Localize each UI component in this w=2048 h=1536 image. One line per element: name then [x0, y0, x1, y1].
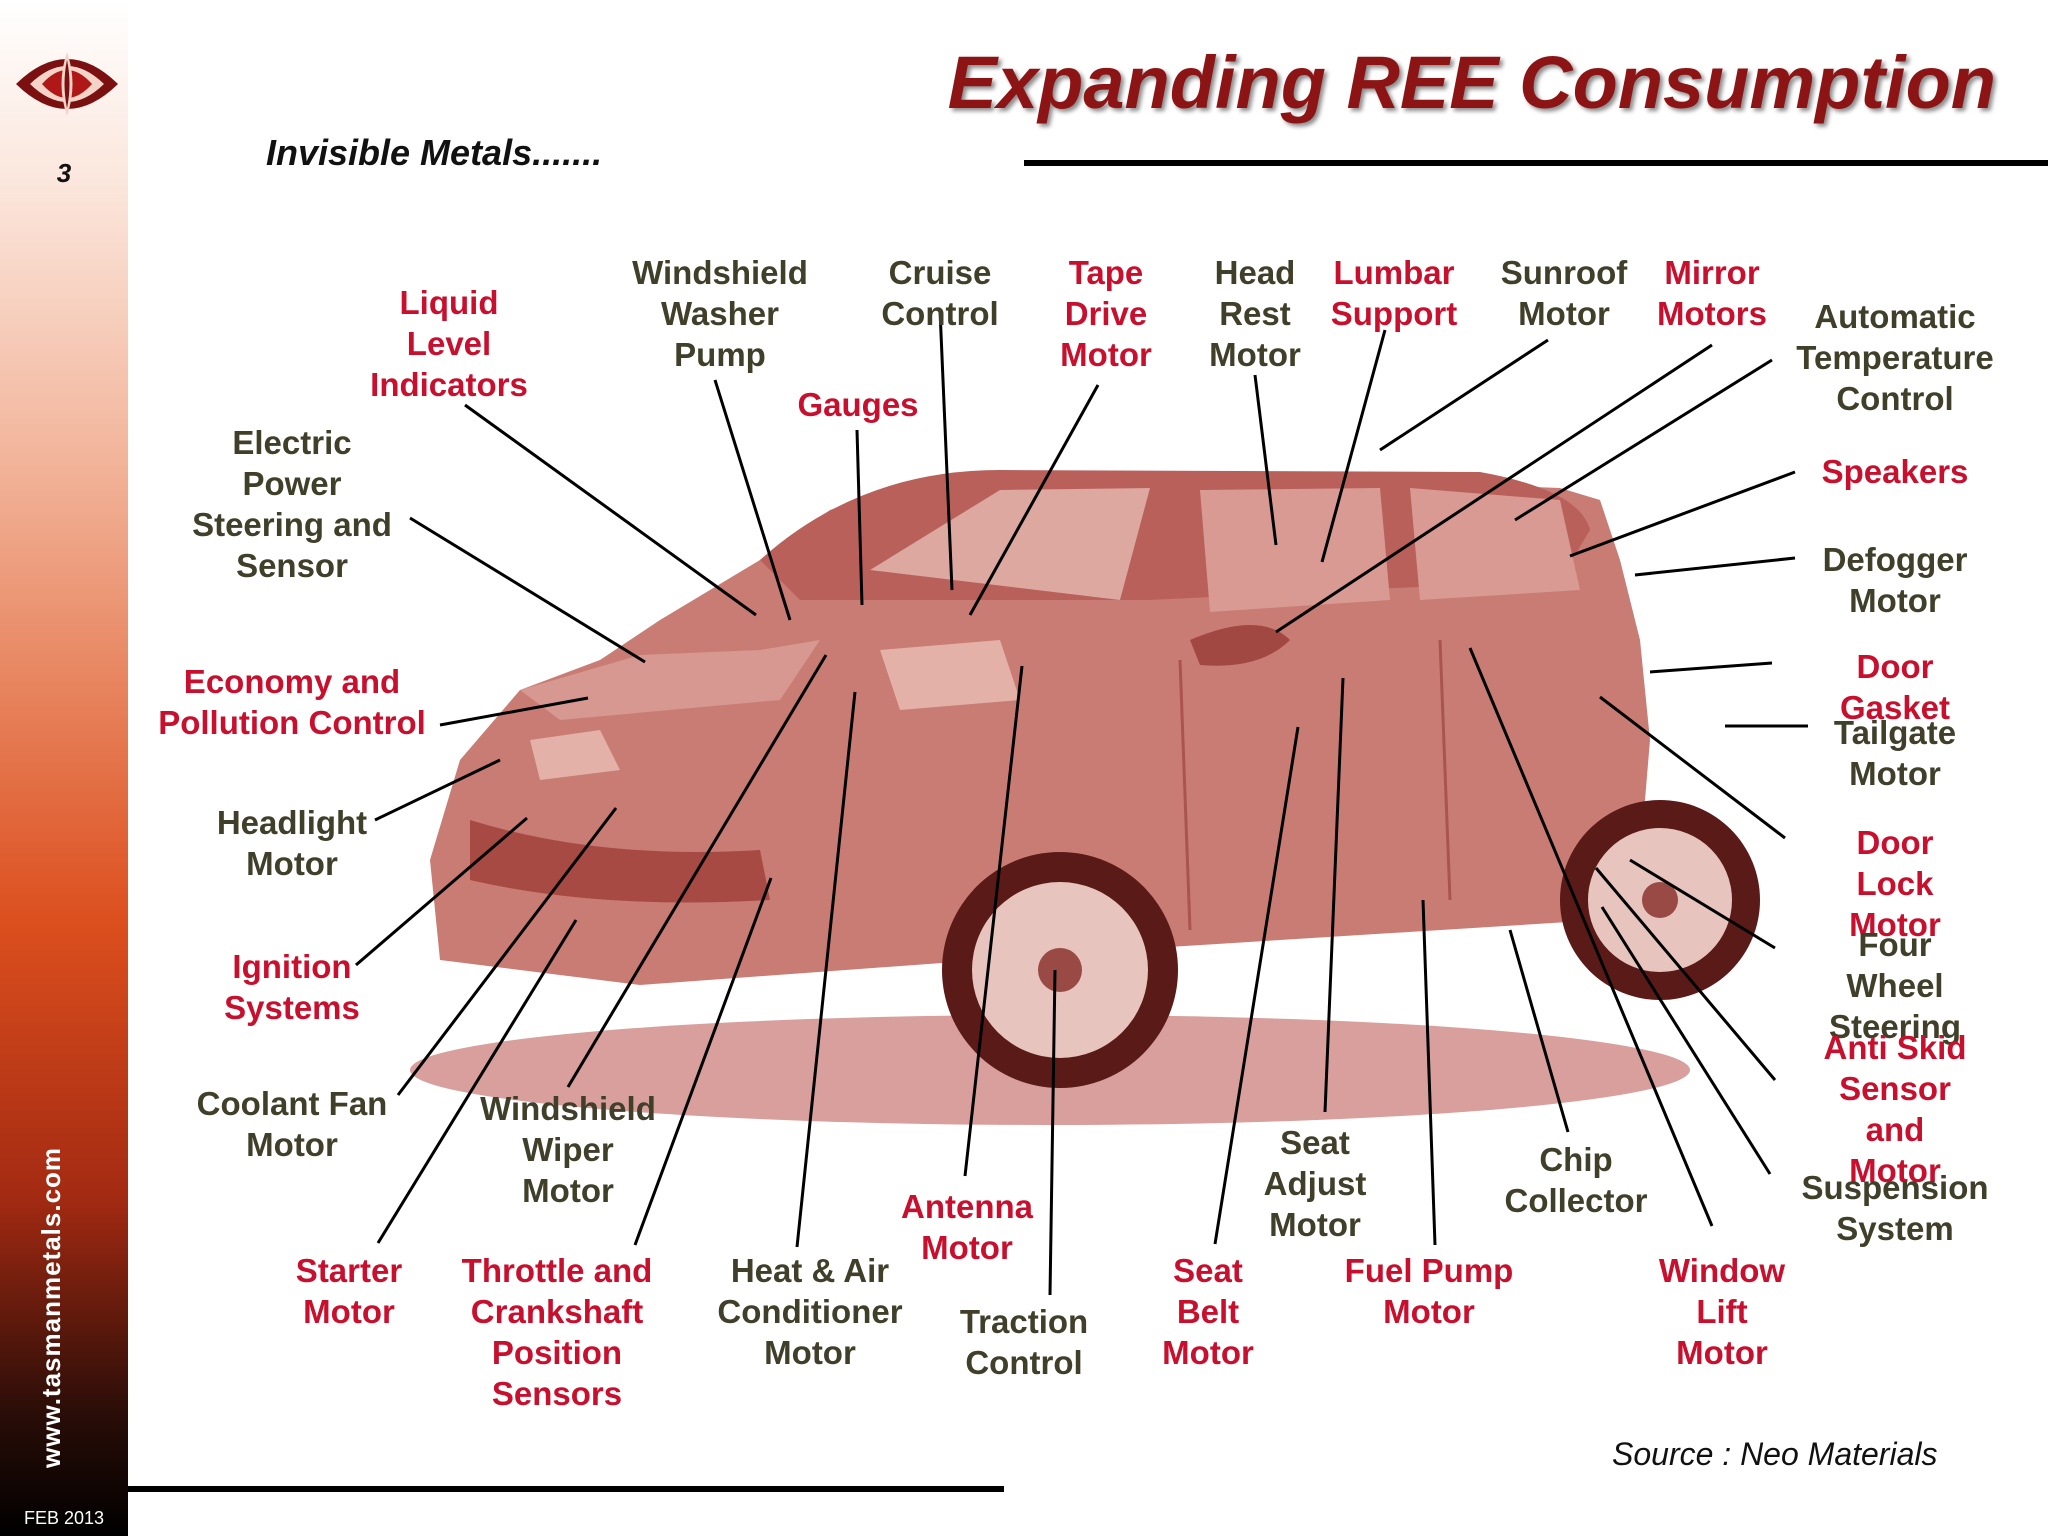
- leader-line: [1323, 677, 1345, 1113]
- label-tape-drive-motor: Tape Drive Motor: [1060, 254, 1152, 373]
- leader-line: [938, 309, 954, 591]
- leader-line: [566, 654, 828, 1088]
- leader-line: [713, 379, 792, 621]
- bottom-divider: [128, 1486, 1004, 1492]
- leader-line: [1253, 374, 1278, 546]
- leader-line: [1569, 470, 1796, 558]
- leader-line: [374, 758, 501, 822]
- leader-line: [1599, 695, 1786, 840]
- label-ignition-systems: Ignition Systems: [224, 948, 360, 1026]
- label-coolant-fan-motor: Coolant Fan Motor: [196, 1085, 388, 1163]
- leader-line: [795, 691, 857, 1248]
- label-cruise-control: Cruise Control: [881, 254, 999, 332]
- leader-line: [1508, 929, 1570, 1133]
- slide-title: Expanding REE Consumption: [947, 41, 1996, 124]
- leader-line: [1649, 661, 1773, 674]
- leader-line: [409, 516, 646, 664]
- car-illustration: [410, 470, 1760, 1125]
- label-suspension-system: Suspension System: [1801, 1169, 1989, 1247]
- title-divider: [1024, 160, 2048, 166]
- label-speakers: Speakers: [1821, 453, 1969, 490]
- label-electric-power-steering: Electric Power Steering and Sensor: [192, 424, 392, 584]
- label-defogger-motor: Defogger Motor: [1822, 541, 1968, 619]
- leader-line: [1634, 556, 1796, 577]
- leader-line: [464, 403, 757, 617]
- label-lumbar-support: Lumbar Support: [1330, 254, 1458, 332]
- leader-line: [1379, 338, 1549, 452]
- label-economy-pollution-control: Economy and Pollution Control: [158, 663, 426, 741]
- leader-line: [376, 919, 578, 1244]
- label-headlight-motor: Headlight Motor: [216, 804, 368, 882]
- label-seat-adjust-motor: Seat Adjust Motor: [1263, 1124, 1367, 1243]
- label-window-lift-motor: Window Lift Motor: [1658, 1252, 1786, 1371]
- label-mirror-motors: Mirror Motors: [1657, 254, 1767, 332]
- leader-line: [439, 696, 589, 727]
- label-door-gasket: Door Gasket: [1839, 648, 1951, 726]
- label-four-wheel-steering: Four Wheel Steering: [1828, 926, 1962, 1045]
- label-chip-collector: Chip Collector: [1504, 1141, 1648, 1219]
- label-windshield-wiper-motor: Windshield Wiper Motor: [480, 1090, 656, 1209]
- label-sunroof-motor: Sunroof Motor: [1500, 254, 1628, 332]
- label-tailgate-motor: Tailgate Motor: [1833, 714, 1957, 792]
- leader-line: [963, 665, 1024, 1177]
- slide-subtitle: Invisible Metals.......: [266, 132, 603, 173]
- label-liquid-level-indicators: Liquid Level Indicators: [370, 284, 528, 403]
- leader-line: [355, 816, 528, 967]
- sidebar-band: 3 www.tasmanmetals.com FEB 2013: [0, 0, 128, 1536]
- label-fuel-pump-motor: Fuel Pump Motor: [1344, 1252, 1514, 1330]
- leader-line: [396, 807, 618, 1096]
- leader-line: [1594, 867, 1777, 1081]
- leader-line: [1514, 358, 1773, 522]
- label-automatic-temperature-control: Automatic Temperature Control: [1796, 298, 1994, 417]
- label-anti-skid-sensor: Anti Skid Sensor and Motor: [1823, 1029, 1967, 1189]
- leader-line: [633, 877, 773, 1246]
- label-throttle-crankshaft-sensors: Throttle and Crankshaft Position Sensors: [461, 1252, 653, 1412]
- label-head-rest-motor: Head Rest Motor: [1209, 254, 1301, 373]
- leader-line: [1213, 726, 1300, 1245]
- leader-line: [1320, 329, 1387, 563]
- leader-line: [1600, 906, 1772, 1175]
- label-gauges: Gauges: [797, 386, 919, 423]
- source-note: Source : Neo Materials: [1612, 1436, 1938, 1472]
- leader-line: [1275, 343, 1713, 634]
- leader-line: [1468, 647, 1714, 1227]
- leader-lines: [355, 309, 1808, 1296]
- label-door-lock-motor: Door Lock Motor: [1849, 824, 1941, 943]
- leader-line: [1421, 899, 1437, 1246]
- label-traction-control: Traction Control: [959, 1303, 1089, 1381]
- leader-line: [968, 384, 1100, 616]
- leader-line: [1629, 858, 1776, 950]
- date-text: FEB 2013: [23, 1508, 105, 1528]
- leader-line: [855, 429, 864, 606]
- label-seat-belt-motor: Seat Belt Motor: [1162, 1252, 1254, 1371]
- tasman-logo-icon: [16, 52, 118, 116]
- label-starter-motor: Starter Motor: [295, 1252, 403, 1330]
- leader-line: [1048, 969, 1057, 1296]
- label-windshield-washer-pump: Windshield Washer Pump: [632, 254, 808, 373]
- label-heat-air-conditioner-motor: Heat & Air Conditioner Motor: [717, 1252, 903, 1371]
- page-number: 3: [56, 158, 72, 188]
- label-antenna-motor: Antenna Motor: [901, 1188, 1033, 1266]
